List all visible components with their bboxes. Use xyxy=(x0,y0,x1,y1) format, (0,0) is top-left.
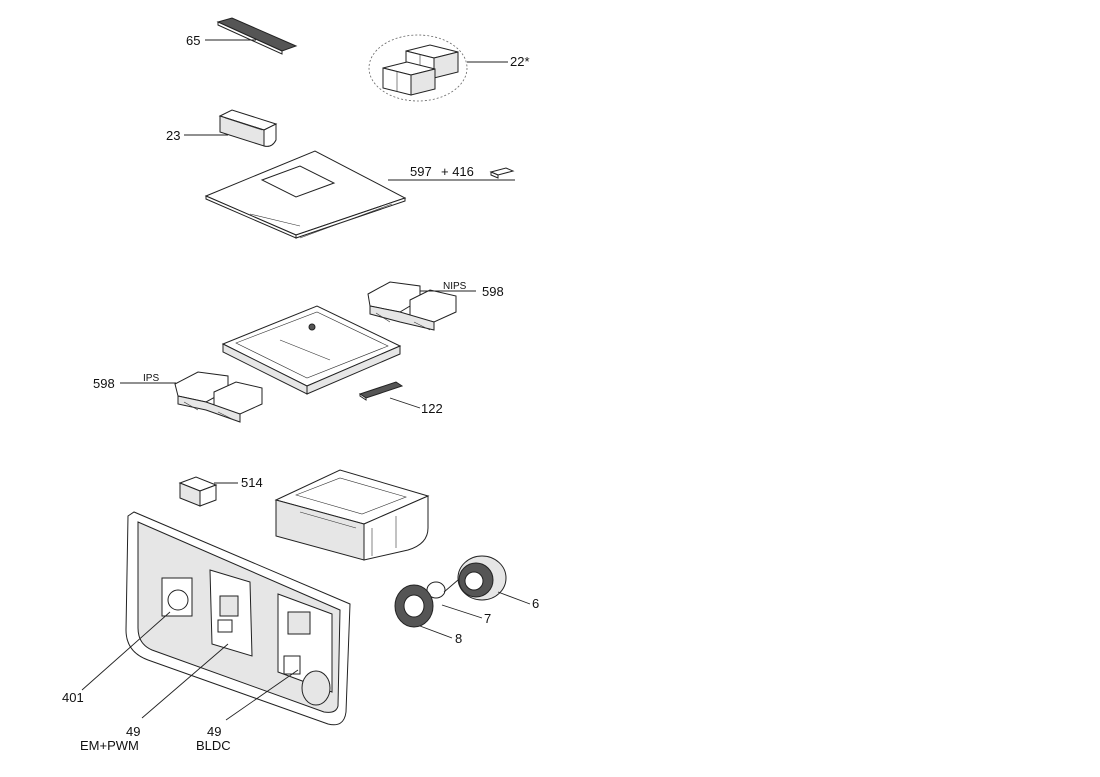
label-122: 122 xyxy=(421,401,443,416)
label-bldc: BLDC xyxy=(196,738,231,753)
part-598-ips-coils xyxy=(120,371,263,423)
part-514-block xyxy=(178,476,238,507)
label-8: 8 xyxy=(455,631,462,646)
label-416: + 416 xyxy=(441,164,474,179)
label-598-left: 598 xyxy=(93,376,115,391)
label-597: 597 xyxy=(410,164,432,179)
part-122-board xyxy=(358,381,421,409)
label-nips: NIPS xyxy=(443,281,467,292)
part-control-housing xyxy=(81,511,351,726)
label-23: 23 xyxy=(166,128,180,143)
part-23-trim xyxy=(184,109,278,147)
label-49-b: 49 xyxy=(207,724,221,739)
part-6-blower-wheel xyxy=(457,555,531,605)
label-65: 65 xyxy=(186,33,200,48)
part-598-nips-coils xyxy=(367,281,476,331)
label-514: 514 xyxy=(241,475,263,490)
label-ips: IPS xyxy=(143,373,159,384)
part-fan-housing xyxy=(274,469,430,561)
part-416-small-clip xyxy=(489,167,515,179)
label-em-pwm: EM+PWM xyxy=(80,738,139,753)
part-597-glass-top xyxy=(204,150,515,239)
label-401: 401 xyxy=(62,690,84,705)
label-598-right: 598 xyxy=(482,284,504,299)
label-7: 7 xyxy=(484,611,491,626)
label-49-a: 49 xyxy=(126,724,140,739)
part-65-filter-strip xyxy=(205,17,298,55)
label-6: 6 xyxy=(532,596,539,611)
part-22-carbon-filters xyxy=(368,34,508,102)
label-22: 22* xyxy=(510,54,530,69)
part-chassis-tray xyxy=(221,305,402,395)
part-8-grille-disc xyxy=(394,584,453,639)
